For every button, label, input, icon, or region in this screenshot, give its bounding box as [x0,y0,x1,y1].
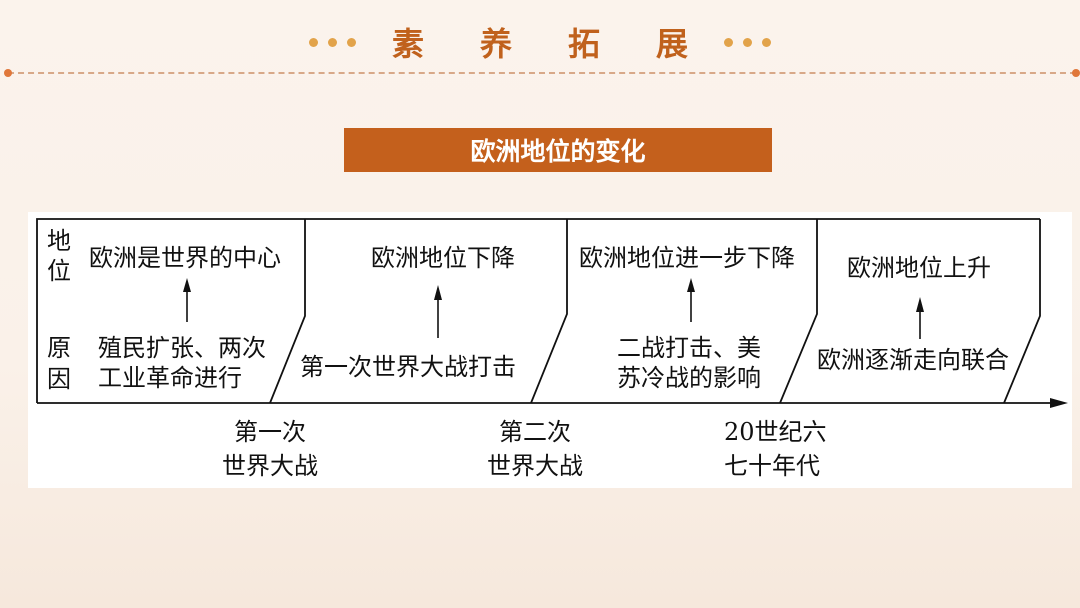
timeline-mark-line: 第一次 [234,418,306,446]
dot-icon [743,37,753,47]
stage-3-cause-line: 苏冷战的影响 [617,364,761,392]
row-label-cause-char: 原 [47,334,71,362]
timeline-mark-line: 世界大战 [222,452,318,480]
stage-2-status: 欧洲地位下降 [371,244,515,272]
title-char: 养 [479,25,512,63]
dot-icon [724,37,734,47]
title-char: 展 [656,25,689,63]
timeline-mark-line: 20世纪六 [724,418,827,446]
timeline-mark-line: 七十年代 [724,452,820,480]
dot-icon [762,37,772,47]
dot-icon [346,37,356,47]
left-dots-decoration [308,37,356,47]
diagram-title-banner: 欧洲地位的变化 [344,128,772,172]
stage-1-cause-line: 工业革命进行 [98,364,242,392]
dashed-divider [8,72,1076,74]
stage-2-cause-line: 第一次世界大战打击 [300,353,516,381]
stage-3-cause-line: 二战打击、美 [617,334,761,362]
dot-icon [327,37,337,47]
stage-4-status: 欧洲地位上升 [847,254,991,282]
section-header: 素 养 拓 展 [0,14,1080,70]
diagram-panel [28,212,1072,488]
dot-icon [308,37,318,47]
timeline-mark-line: 第二次 [499,418,571,446]
stage-3-status: 欧洲地位进一步下降 [579,244,795,272]
stage-4-cause-line: 欧洲逐渐走向联合 [817,346,1009,374]
axis-arrow-icon [1050,398,1068,408]
timeline-mark-line: 世界大战 [487,452,583,480]
row-label-status-char: 位 [47,257,71,285]
row-label-cause-char: 因 [47,365,71,393]
diagram-title: 欧洲地位的变化 [470,137,646,166]
stage-1-status: 欧洲是世界的中心 [89,244,281,272]
row-label-status-char: 地 [47,227,71,255]
stage-1-cause-line: 殖民扩张、两次 [98,334,266,362]
right-dots-decoration [724,37,772,47]
divider-end-dot-icon [4,69,12,77]
divider-end-dot-icon [1072,69,1080,77]
title-char: 素 [391,25,424,63]
title-char: 拓 [568,25,601,63]
section-title: 素 养 拓 展 [392,19,688,65]
